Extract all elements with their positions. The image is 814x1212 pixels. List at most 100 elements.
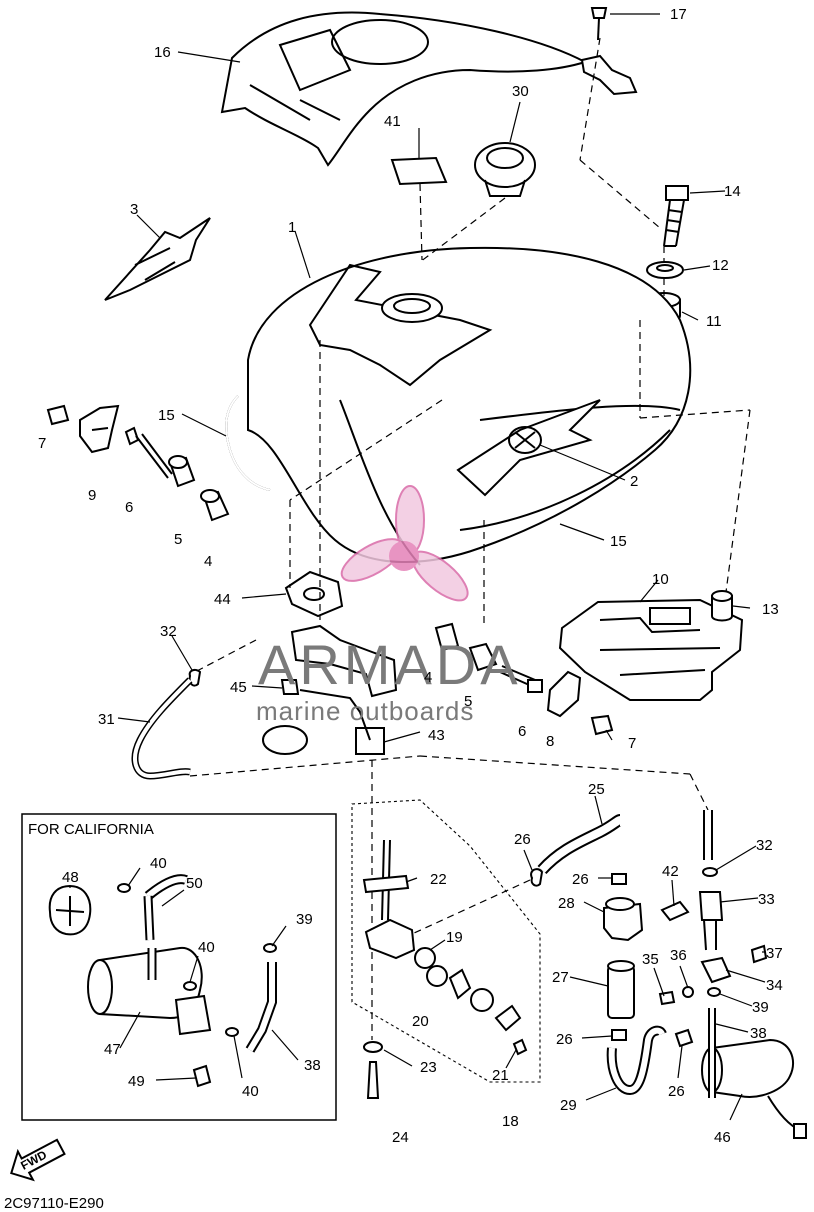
part-46-fuel-pump (701, 1038, 807, 1139)
part-36-washer (682, 986, 694, 998)
part-33-joint (698, 891, 724, 951)
callout-26: 26 (556, 1031, 573, 1048)
part-45-screw (280, 679, 300, 695)
callout-39: 39 (752, 999, 769, 1016)
callout-8: 8 (546, 733, 554, 750)
callout-40: 40 (198, 939, 215, 956)
propeller-icon (340, 485, 469, 602)
callout-7: 7 (628, 735, 636, 752)
callout-26: 26 (514, 831, 531, 848)
part-27-fuel-filter (607, 960, 635, 1019)
callout-13: 13 (762, 601, 779, 618)
callout-48: 48 (62, 869, 79, 886)
part-43-fuel-sender (262, 624, 398, 755)
watermark-tagline: marine outboards (256, 696, 474, 726)
callout-17: 17 (670, 6, 687, 23)
callout-5: 5 (174, 531, 182, 548)
callout-18: 18 (502, 1113, 519, 1130)
catalog-code: 2C97110-E290 (4, 1195, 104, 1212)
part-34-bracket (700, 956, 732, 984)
callout-38: 38 (304, 1057, 321, 1074)
watermark-logo (340, 485, 469, 602)
callout-10: 10 (652, 571, 669, 588)
part-3-emblem (104, 217, 211, 301)
part-15-breather-hose (225, 395, 271, 491)
part-26-clip-c (611, 1029, 627, 1041)
callout-37: 37 (766, 945, 783, 962)
part-18-fuel-cock-kit (351, 799, 541, 1099)
part-30-filler-cap (474, 142, 536, 197)
callout-50: 50 (186, 875, 203, 892)
callout-2: 2 (630, 473, 638, 490)
callout-14: 14 (724, 183, 741, 200)
callout-44: 44 (214, 591, 231, 608)
part-4-damper-right (434, 622, 460, 652)
part-28-fuel-filter-top (603, 897, 644, 942)
callout-22: 22 (430, 871, 447, 888)
callout-49: 49 (128, 1073, 145, 1090)
callout-11: 11 (706, 313, 722, 330)
california-inset (21, 813, 337, 1121)
callout-27: 27 (552, 969, 569, 986)
callout-4: 4 (204, 553, 212, 570)
callout-33: 33 (758, 891, 775, 908)
part-35-bolt (658, 990, 676, 1006)
callout-16: 16 (154, 44, 171, 61)
part-31-hose (131, 677, 193, 780)
callout-5: 5 (464, 693, 472, 710)
callout-32: 32 (160, 623, 177, 640)
callout-15: 15 (158, 407, 175, 424)
watermark-brand: ARMADA (258, 633, 522, 696)
callout-29: 29 (560, 1097, 577, 1114)
callout-38: 38 (750, 1025, 767, 1042)
part-39-clip-right (707, 987, 721, 997)
part-7-bolt-right (590, 714, 614, 736)
part-26-clip-a (530, 868, 544, 887)
callout-3: 3 (130, 201, 138, 218)
callout-42: 42 (662, 863, 679, 880)
callout-28: 28 (558, 895, 575, 912)
callout-19: 19 (446, 929, 463, 946)
part-10-side-cover (558, 598, 744, 701)
callout-47: 47 (104, 1041, 121, 1058)
part-2-tank-badge (456, 399, 601, 497)
callout-6: 6 (518, 723, 526, 740)
part-26-clip-d (674, 1028, 694, 1048)
callout-15: 15 (610, 533, 627, 550)
part-16-tank-cover (220, 11, 588, 167)
part-14-bolt (663, 185, 689, 247)
callout-20: 20 (412, 1013, 429, 1030)
right-leader-lines (523, 795, 766, 1121)
callout-40: 40 (242, 1083, 259, 1100)
part-32-clip-right (702, 810, 718, 877)
part-7-bolt-left (46, 404, 70, 426)
callout-4: 4 (424, 669, 432, 686)
part-17-screw (580, 7, 638, 96)
callout-26: 26 (668, 1083, 685, 1100)
part-12-collar (646, 261, 684, 279)
part-29-hose (606, 1025, 667, 1096)
callout-45: 45 (230, 679, 247, 696)
part-6-bolt-right (499, 665, 543, 693)
inset-title: FOR CALIFORNIA (28, 821, 154, 838)
callout-31: 31 (98, 711, 115, 728)
callout-43: 43 (428, 727, 445, 744)
callout-21: 21 (492, 1067, 509, 1084)
part-5-collar-left (168, 455, 196, 488)
part-13-collar (711, 590, 733, 622)
part-8-bracket-right (546, 670, 582, 718)
callout-34: 34 (766, 977, 783, 994)
callout-6: 6 (125, 499, 133, 516)
callout-39: 39 (296, 911, 313, 928)
callout-1: 1 (288, 219, 296, 236)
part-44-gasket (284, 570, 344, 618)
fwd-arrow-icon (10, 1138, 66, 1182)
part-42-screw (660, 900, 690, 922)
callout-36: 36 (670, 947, 687, 964)
callout-24: 24 (392, 1129, 409, 1146)
part-6-bolt-left (124, 426, 173, 479)
callout-12: 12 (712, 257, 729, 274)
part-41-decal (390, 156, 448, 186)
